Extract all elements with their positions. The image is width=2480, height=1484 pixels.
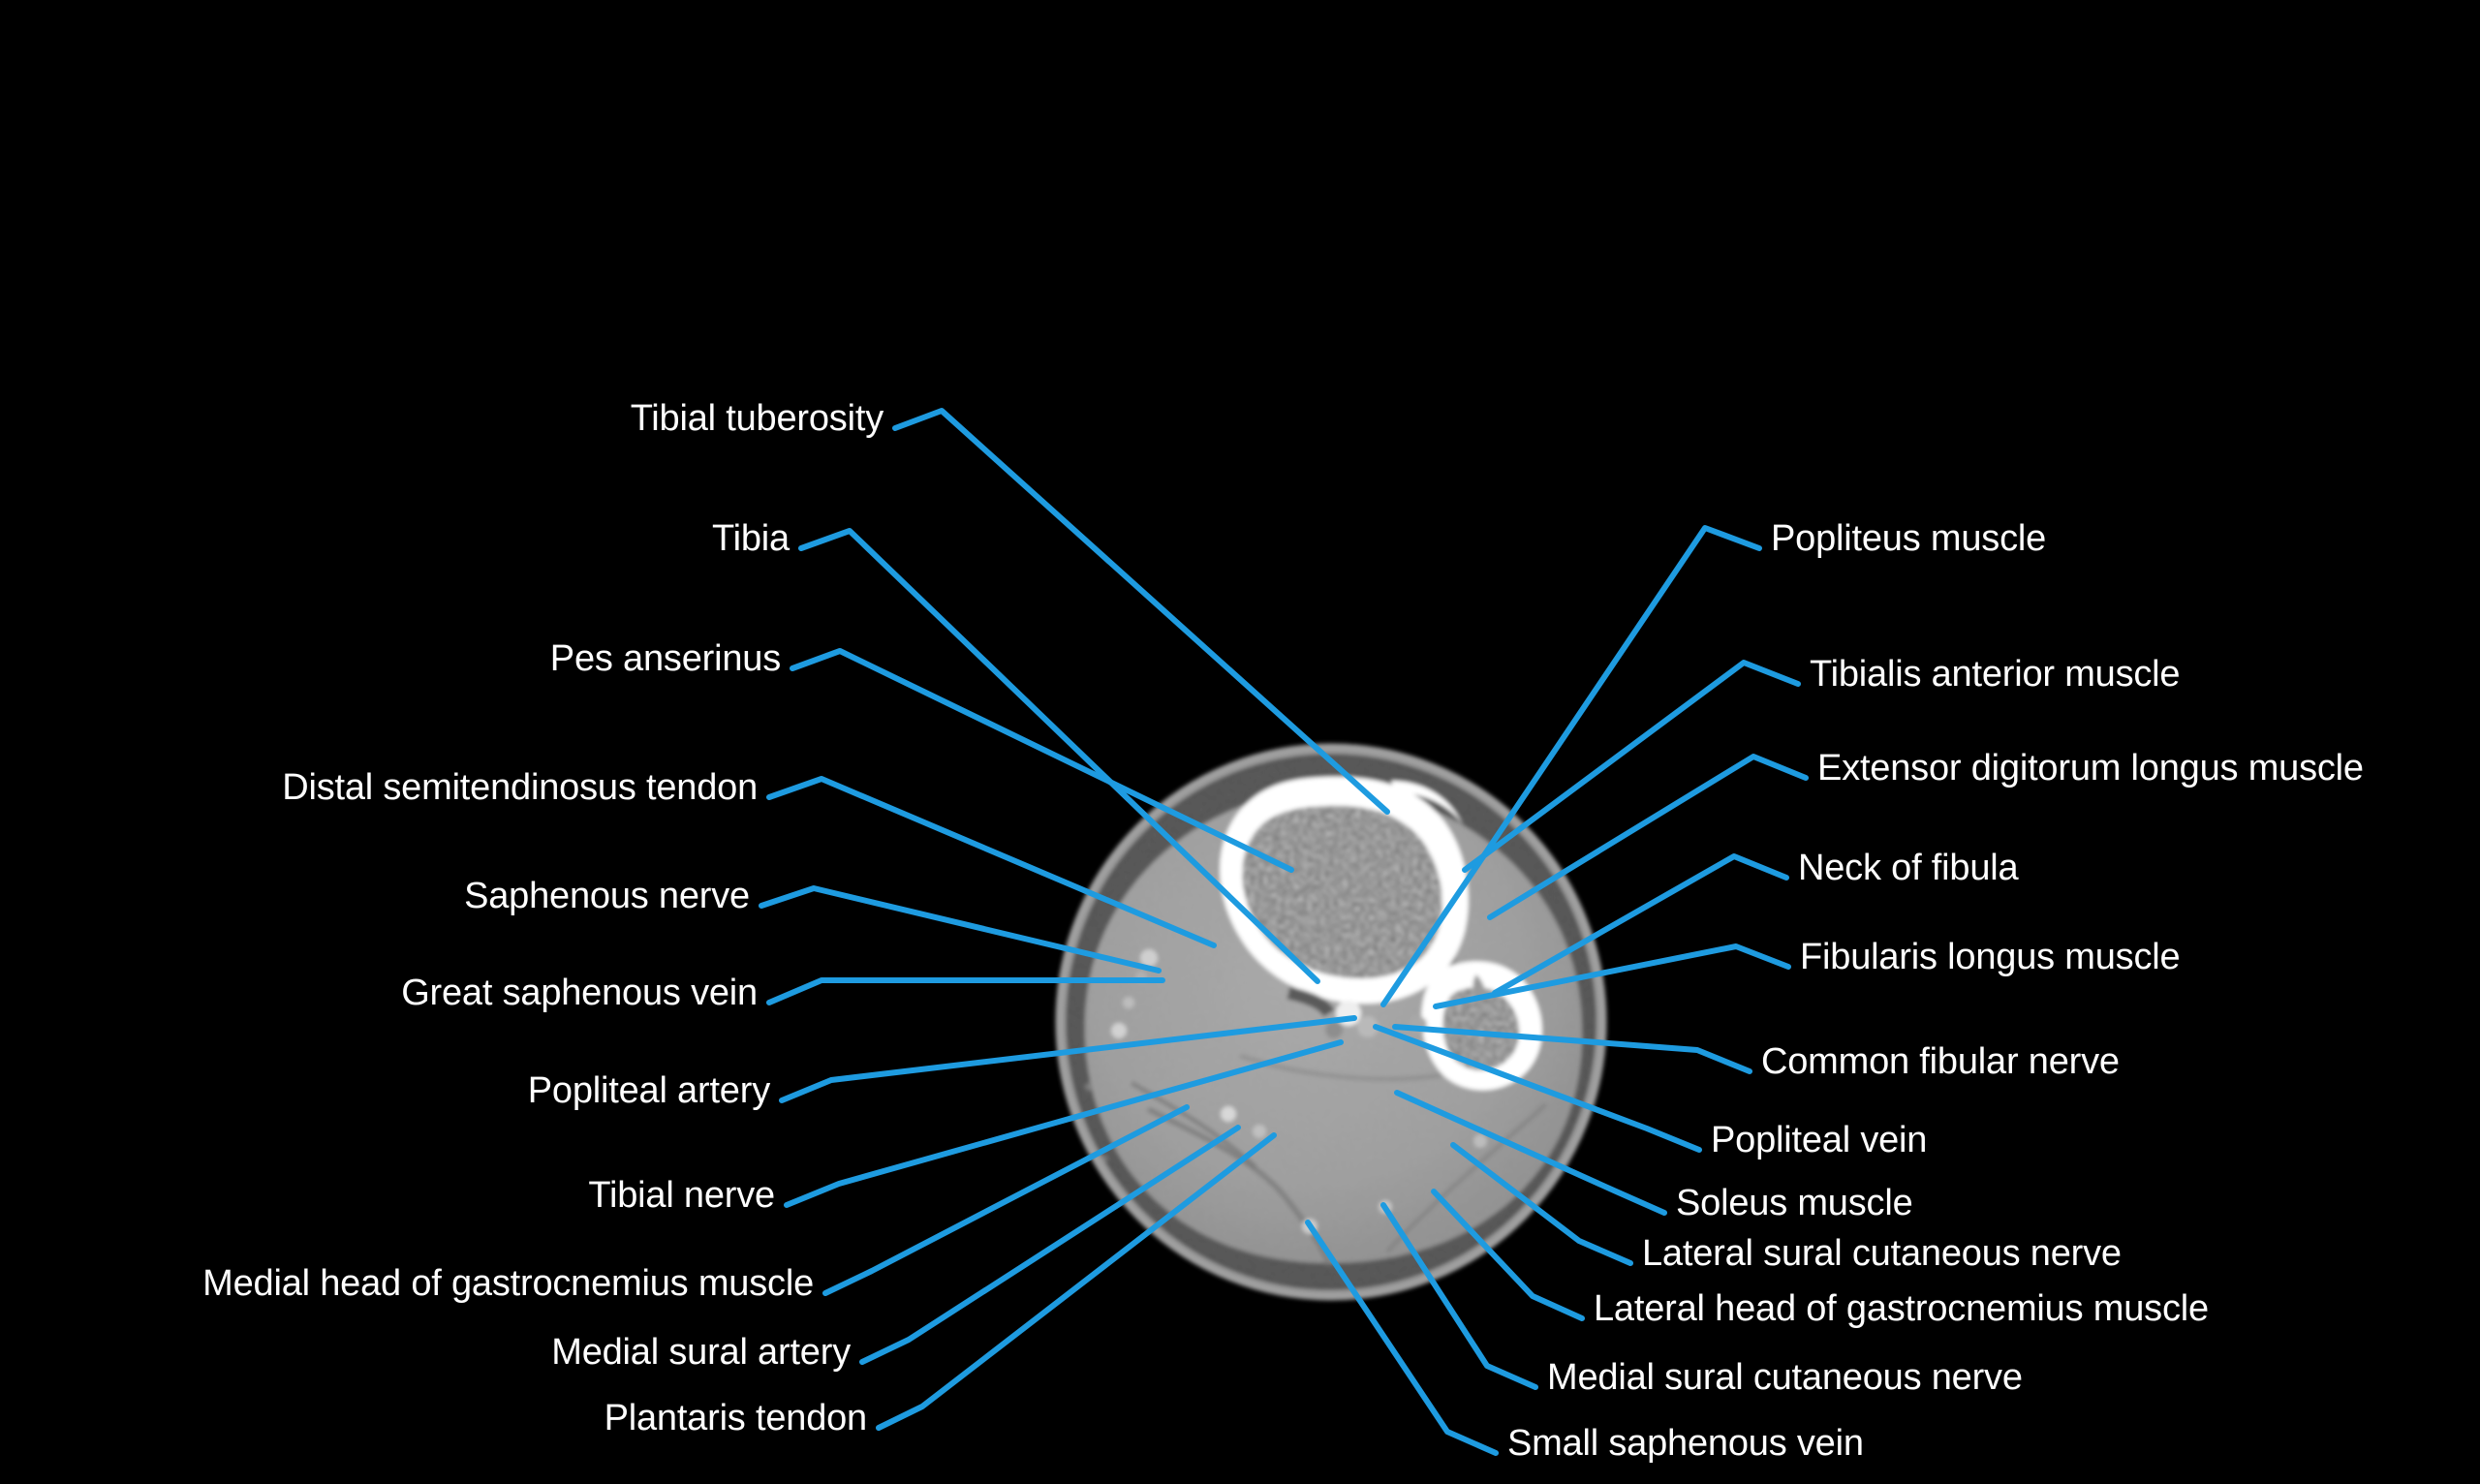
skin-outline — [1059, 747, 1603, 1297]
leader-popliteal-vein — [1373, 1024, 1702, 1153]
label-soleus-muscle[interactable]: Soleus muscle — [1676, 1185, 1913, 1221]
label-text: Tibial tuberosity — [630, 398, 884, 439]
pes-anserinus-structure — [1123, 997, 1134, 1008]
label-pes-anserinus[interactable]: Pes anserinus — [0, 640, 781, 677]
label-lateral-sural-cutaneous-nerve[interactable]: Lateral sural cutaneous nerve — [1642, 1235, 2122, 1272]
label-text: Pes anserinus — [549, 638, 781, 679]
leader-medial-sural-artery — [859, 1125, 1241, 1365]
leader-plantaris-tendon — [876, 1132, 1277, 1431]
label-text: Lateral head of gastrocnemius muscle — [1594, 1288, 2209, 1329]
label-text: Great saphenous vein — [401, 973, 758, 1013]
label-tibial-tuberosity[interactable]: Tibial tuberosity — [0, 400, 884, 437]
distal-semitendinosus-tendon-structure — [1111, 1023, 1127, 1038]
label-text: Lateral sural cutaneous nerve — [1642, 1233, 2122, 1274]
plantaris-tendon-structure — [1253, 1125, 1266, 1138]
leader-distal-semitendinosus-tendon — [766, 776, 1217, 948]
subcutaneous-speckle — [1085, 1083, 1093, 1091]
leader-medial-head-of-gastrocnemius-muscle — [822, 1104, 1190, 1296]
soleus-gastroc-septum — [1146, 1106, 1332, 1267]
label-text: Small saphenous vein — [1507, 1423, 1864, 1464]
leader-tibia — [798, 528, 1320, 984]
label-text: Extensor digitorum longus muscle — [1817, 748, 2364, 788]
leader-common-fibular-nerve — [1392, 1024, 1752, 1074]
label-extensor-digitorum-longus-muscle[interactable]: Extensor digitorum longus muscle — [1817, 750, 2364, 787]
leader-tibialis-anterior-muscle — [1462, 660, 1801, 873]
label-neck-of-fibula[interactable]: Neck of fibula — [1798, 848, 2019, 888]
label-text: Medial sural cutaneous nerve — [1547, 1357, 2023, 1398]
label-fibularis-longus-muscle[interactable]: Fibularis longus muscle — [1800, 937, 2181, 977]
leader-small-saphenous-vein — [1305, 1220, 1499, 1456]
fibula-marrow — [1442, 987, 1520, 1071]
label-text: Popliteus muscle — [1771, 518, 2047, 559]
label-medial-sural-artery[interactable]: Medial sural artery — [0, 1334, 851, 1371]
label-great-saphenous-vein[interactable]: Great saphenous vein — [0, 974, 758, 1011]
label-text: Fibularis longus muscle — [1800, 937, 2181, 977]
tibial-nerve-structure — [1325, 1021, 1343, 1038]
great-saphenous-vein-vessel — [1140, 949, 1158, 967]
label-common-fibular-nerve[interactable]: Common fibular nerve — [1761, 1043, 2120, 1080]
popliteal-vein-vessel — [1357, 1016, 1379, 1037]
label-text: Distal semitendinosus tendon — [282, 767, 758, 808]
label-tibialis-anterior-muscle[interactable]: Tibialis anterior muscle — [1810, 654, 2181, 695]
label-medial-sural-cutaneous-nerve[interactable]: Medial sural cutaneous nerve — [1547, 1359, 2023, 1396]
label-text: Common fibular nerve — [1761, 1041, 2120, 1082]
leader-pes-anserinus — [790, 648, 1294, 873]
subcutaneous-speckle — [1566, 1080, 1576, 1090]
label-text: Saphenous nerve — [464, 876, 750, 916]
tibial-tuberosity — [1391, 781, 1463, 825]
label-text: Popliteal artery — [527, 1070, 770, 1111]
leader-lateral-head-of-gastrocnemius-muscle — [1431, 1189, 1585, 1321]
label-text: Tibialis anterior muscle — [1810, 654, 2181, 695]
label-text: Tibia — [712, 518, 790, 559]
tibia-marrow — [1242, 805, 1442, 978]
leader-popliteal-artery — [779, 1015, 1357, 1103]
label-plantaris-tendon[interactable]: Plantaris tendon — [0, 1398, 868, 1438]
label-tibia[interactable]: Tibia — [0, 520, 790, 557]
label-text: Medial head of gastrocnemius muscle — [202, 1263, 814, 1304]
label-text: Popliteal vein — [1711, 1120, 1928, 1160]
leader-medial-sural-cutaneous-nerve — [1380, 1202, 1538, 1390]
label-medial-head-of-gastrocnemius-muscle[interactable]: Medial head of gastrocnemius muscle — [0, 1265, 814, 1302]
leader-saphenous-nerve — [759, 885, 1162, 974]
leader-tibial-nerve — [784, 1039, 1344, 1208]
label-popliteal-vein[interactable]: Popliteal vein — [1711, 1122, 1927, 1159]
label-tibial-nerve[interactable]: Tibial nerve — [0, 1177, 775, 1214]
leader-great-saphenous-vein — [766, 977, 1165, 1005]
popliteal-vessel-shadow — [1286, 986, 1335, 1017]
label-popliteus-muscle[interactable]: Popliteus muscle — [1771, 520, 2046, 557]
leader-tibial-tuberosity — [892, 408, 1390, 815]
label-distal-semitendinosus-tendon[interactable]: Distal semitendinosus tendon — [0, 769, 758, 806]
label-small-saphenous-vein[interactable]: Small saphenous vein — [1507, 1425, 1864, 1462]
leader-neck-of-fibula — [1492, 853, 1789, 996]
leader-extensor-digitorum-longus-muscle — [1487, 754, 1809, 920]
leader-soleus-muscle — [1394, 1090, 1667, 1216]
label-text: Tibial nerve — [588, 1175, 775, 1216]
label-text: Plantaris tendon — [604, 1398, 868, 1438]
label-text: Neck of fibula — [1798, 848, 2019, 888]
label-saphenous-nerve[interactable]: Saphenous nerve — [0, 878, 750, 914]
leader-popliteus-muscle — [1380, 525, 1762, 1007]
leader-lateral-sural-cutaneous-nerve — [1450, 1142, 1633, 1266]
label-text: Medial sural artery — [551, 1332, 851, 1373]
label-lateral-head-of-gastrocnemius-muscle[interactable]: Lateral head of gastrocnemius muscle — [1594, 1290, 2209, 1327]
lateral-sural-cutaneous-nerve-structure — [1473, 1134, 1487, 1148]
medial-sural-artery-vessel — [1221, 1106, 1236, 1122]
label-popliteal-artery[interactable]: Popliteal artery — [0, 1072, 770, 1109]
leader-fibularis-longus-muscle — [1433, 943, 1791, 1009]
label-text: Soleus muscle — [1676, 1183, 1913, 1223]
